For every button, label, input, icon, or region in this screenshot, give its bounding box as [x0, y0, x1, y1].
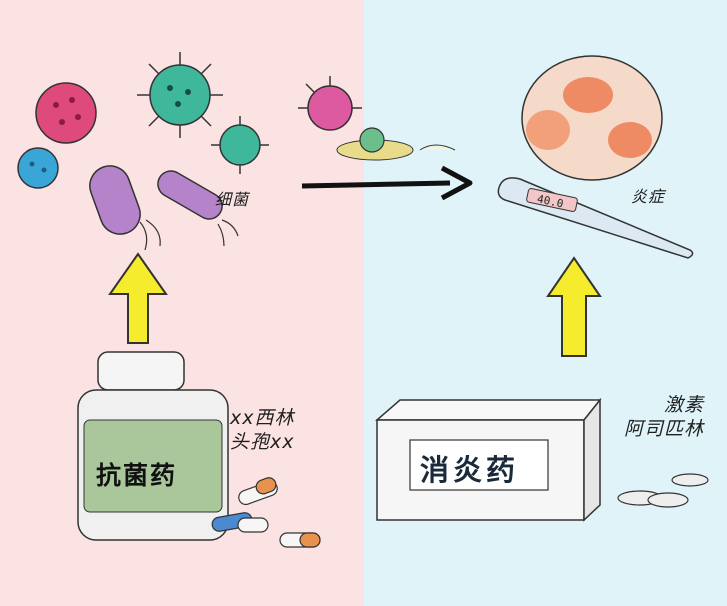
- virus-icon: [298, 76, 362, 131]
- tablet-icon: [617, 473, 709, 508]
- pill-bottle-icon: [77, 351, 229, 541]
- antiinflammatory-example-2: 阿司匹林: [624, 418, 705, 440]
- arrow-right-icon: [301, 165, 473, 201]
- bacterium-icon: [157, 170, 239, 247]
- virus-icon: [17, 147, 59, 189]
- capsule-icon: [238, 477, 278, 506]
- virus-icon: [211, 116, 269, 174]
- antiinflammatory-examples: 激素 阿司匹林: [624, 393, 704, 441]
- bacterium-icon: [89, 165, 161, 251]
- capsule-icon: [279, 532, 321, 548]
- inflammation-label: 炎症: [631, 187, 666, 206]
- arrow-up-icon: [108, 252, 168, 344]
- thermometer-icon: [497, 177, 694, 259]
- virus-icon: [137, 52, 223, 138]
- virus-icon: [35, 82, 97, 144]
- antibiotic-example-2: 头孢xx: [230, 431, 295, 453]
- bacteria-label: 细菌: [215, 190, 250, 209]
- antiinflammatory-example-1: 激素: [664, 394, 705, 416]
- virus-icon: [336, 127, 456, 161]
- arrow-up-icon: [546, 256, 602, 357]
- antibiotic-examples: xx西林 头孢xx: [230, 406, 295, 454]
- inflamed-skin-icon: [521, 55, 663, 181]
- antibiotic-example-1: xx西林: [230, 407, 295, 429]
- antiinflammatory-drug-label: 消炎药: [420, 453, 520, 487]
- medicine-box-icon: [374, 397, 602, 522]
- antibiotic-drug-label: 抗菌药: [96, 461, 178, 490]
- capsule-icon: [211, 512, 269, 533]
